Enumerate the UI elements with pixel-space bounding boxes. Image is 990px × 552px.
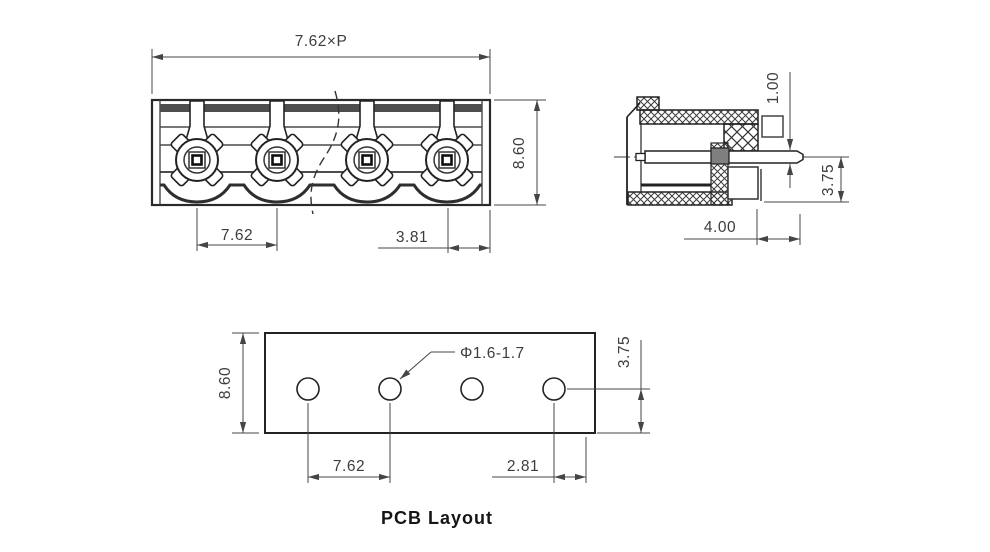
square-symbol — [761, 115, 784, 138]
dim-pcb-pitch: 7.62 — [307, 403, 391, 483]
dim-label-pcb-height: 8.60 — [217, 367, 234, 399]
view-caption: PCB Layout — [381, 508, 493, 528]
terminal-pin-square — [441, 154, 453, 166]
pcb-hole — [460, 377, 484, 401]
dim-pcb-row: 3.75 — [567, 336, 650, 434]
pcb-layout-view: Φ1.6-1.7 8.60 7.62 2.81 — [217, 332, 650, 528]
dim-pcb-end: 2.81 — [492, 403, 587, 483]
dim-label-overall: 7.62×P — [295, 33, 348, 50]
pcb-board-outline — [264, 332, 596, 434]
dim-front-overall: 7.62×P — [151, 33, 491, 94]
callout-hole-diameter: Φ1.6-1.7 — [399, 345, 525, 380]
dim-label-front-height: 8.60 — [511, 137, 528, 169]
terminal — [340, 100, 394, 187]
dim-side-row: 3.75 — [764, 156, 849, 203]
pin-seal-pad — [710, 147, 730, 165]
dim-label-pcb-end: 2.81 — [507, 458, 539, 475]
terminal-pin-square — [191, 154, 203, 166]
dim-front-pitch: 7.62 — [196, 208, 278, 251]
front-view: 7.62×P 8.60 7.62 3.81 — [150, 33, 546, 253]
dim-pcb-height: 8.60 — [217, 332, 259, 434]
dim-front-height: 8.60 — [494, 99, 546, 206]
dim-label-pcb-pitch: 7.62 — [333, 458, 365, 475]
side-pcb-notch — [727, 166, 759, 200]
dim-label-front-end: 3.81 — [396, 229, 428, 246]
dim-label-protrusion: 4.00 — [704, 219, 736, 236]
dim-label-pin-size: 1.00 — [765, 72, 782, 104]
terminal — [250, 100, 304, 187]
break-line — [310, 90, 340, 215]
terminal — [170, 100, 224, 187]
pcb-hole — [296, 377, 320, 401]
terminal — [420, 100, 474, 187]
dim-label-front-pitch: 7.62 — [221, 227, 253, 244]
side-insulator-block — [723, 123, 759, 152]
pcb-hole — [378, 377, 402, 401]
side-top-latch — [636, 96, 660, 111]
dim-front-end: 3.81 — [378, 208, 491, 253]
terminal-pin-square — [271, 154, 283, 166]
front-top-band — [160, 104, 482, 112]
side-view: 1.00 3.75 4.00 — [614, 72, 849, 245]
dim-side-protrusion: 4.00 — [684, 209, 801, 245]
pcb-hole — [542, 377, 566, 401]
dim-label-side-row: 3.75 — [820, 164, 837, 196]
front-bottom-scallop — [160, 183, 482, 204]
dim-label-pcb-row: 3.75 — [616, 336, 633, 368]
dim-label-hole-diameter: Φ1.6-1.7 — [460, 345, 525, 362]
terminal-pin-square — [361, 154, 373, 166]
dim-side-pin: 1.00 — [761, 72, 794, 188]
side-top-wall — [639, 109, 759, 125]
front-terminals — [170, 100, 474, 187]
